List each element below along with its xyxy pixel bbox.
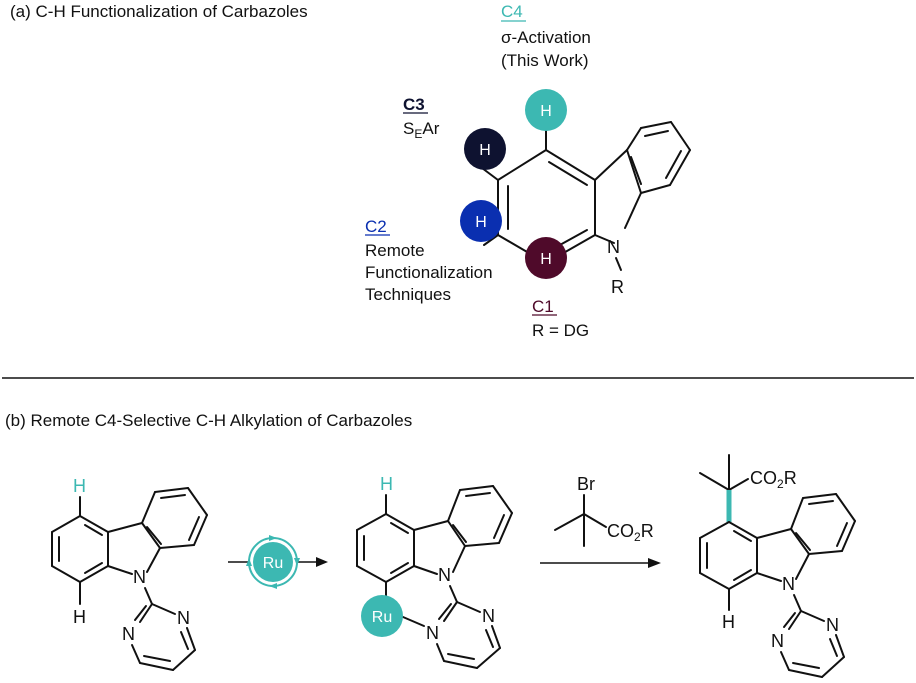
ru-metal-ball <box>361 595 403 637</box>
svg-text:H: H <box>475 214 487 231</box>
alkyl-bromide-reagent: Br CO2R <box>554 474 654 547</box>
c3-annotation: C3 SEAr <box>403 95 440 141</box>
starting-material: H H N N N <box>51 476 208 671</box>
c1-h-start: H <box>73 607 86 627</box>
product-ester-label: CO2R <box>750 468 797 491</box>
n-atom-intermediate: N <box>438 565 451 585</box>
c4-h-start: H <box>73 476 86 496</box>
h-ball-c4: H <box>525 89 567 131</box>
c2-line3: Techniques <box>365 285 451 304</box>
h-ball-c1: H <box>525 237 567 279</box>
panel-b-title: (b) Remote C4-Selective C-H Alkylation o… <box>5 411 412 430</box>
svg-text:H: H <box>540 251 552 268</box>
n-atom-a: N <box>607 237 620 257</box>
reagent-ester-label: CO2R <box>607 521 654 544</box>
ruthenacycle-intermediate: H N N N R <box>356 474 513 669</box>
h-ball-c2: H <box>460 200 502 242</box>
c3-label: C3 <box>403 95 425 114</box>
n-pyr-prod-2: N <box>771 631 784 651</box>
c1-label: C1 <box>532 297 554 316</box>
ru-catalyst-ball <box>253 542 293 582</box>
c2-line1: Remote <box>365 241 425 260</box>
n-atom-product: N <box>782 574 795 594</box>
n-pyr-prod-1: N <box>826 615 839 635</box>
bromine-label: Br <box>577 474 595 494</box>
h-ball-c3: H <box>464 128 506 170</box>
c3-line1: SEAr <box>403 119 440 141</box>
c1-h-product: H <box>722 612 735 632</box>
n-pyr-start-2: N <box>122 624 135 644</box>
n-pyr-start-1: N <box>177 608 190 628</box>
c1-line1: R = DG <box>532 321 589 340</box>
panel-a-title: (a) C-H Functionalization of Carbazoles <box>10 2 308 21</box>
catalytic-arrow: Ru <box>228 535 328 589</box>
c4-h-intermediate: H <box>380 474 393 494</box>
svg-text:H: H <box>540 103 552 120</box>
c2-label: C2 <box>365 217 387 236</box>
c1-annotation: C1 R = DG <box>532 297 589 340</box>
c4-label: C4 <box>501 2 523 21</box>
reaction-arrow <box>540 558 661 568</box>
c4-annotation: C4 σ-Activation (This Work) <box>501 2 591 70</box>
c2-line2: Functionalization <box>365 263 493 282</box>
c2-annotation: C2 Remote Functionalization Techniques <box>365 217 493 304</box>
c4-line2: (This Work) <box>501 51 589 70</box>
r-group-a: R <box>611 277 624 297</box>
product: CO2R H N N N <box>699 454 856 678</box>
ru-catalyst-label: Ru <box>263 555 283 572</box>
n-atom-start: N <box>133 567 146 587</box>
carbazole-structure-a: N R <box>481 121 691 297</box>
n-pyr-int-1: N <box>482 606 495 626</box>
c4-line1: σ-Activation <box>501 28 591 47</box>
n-pyr-int-2: N <box>426 623 439 643</box>
svg-text:H: H <box>479 142 491 159</box>
ru-metal-label: Ru <box>372 609 392 626</box>
